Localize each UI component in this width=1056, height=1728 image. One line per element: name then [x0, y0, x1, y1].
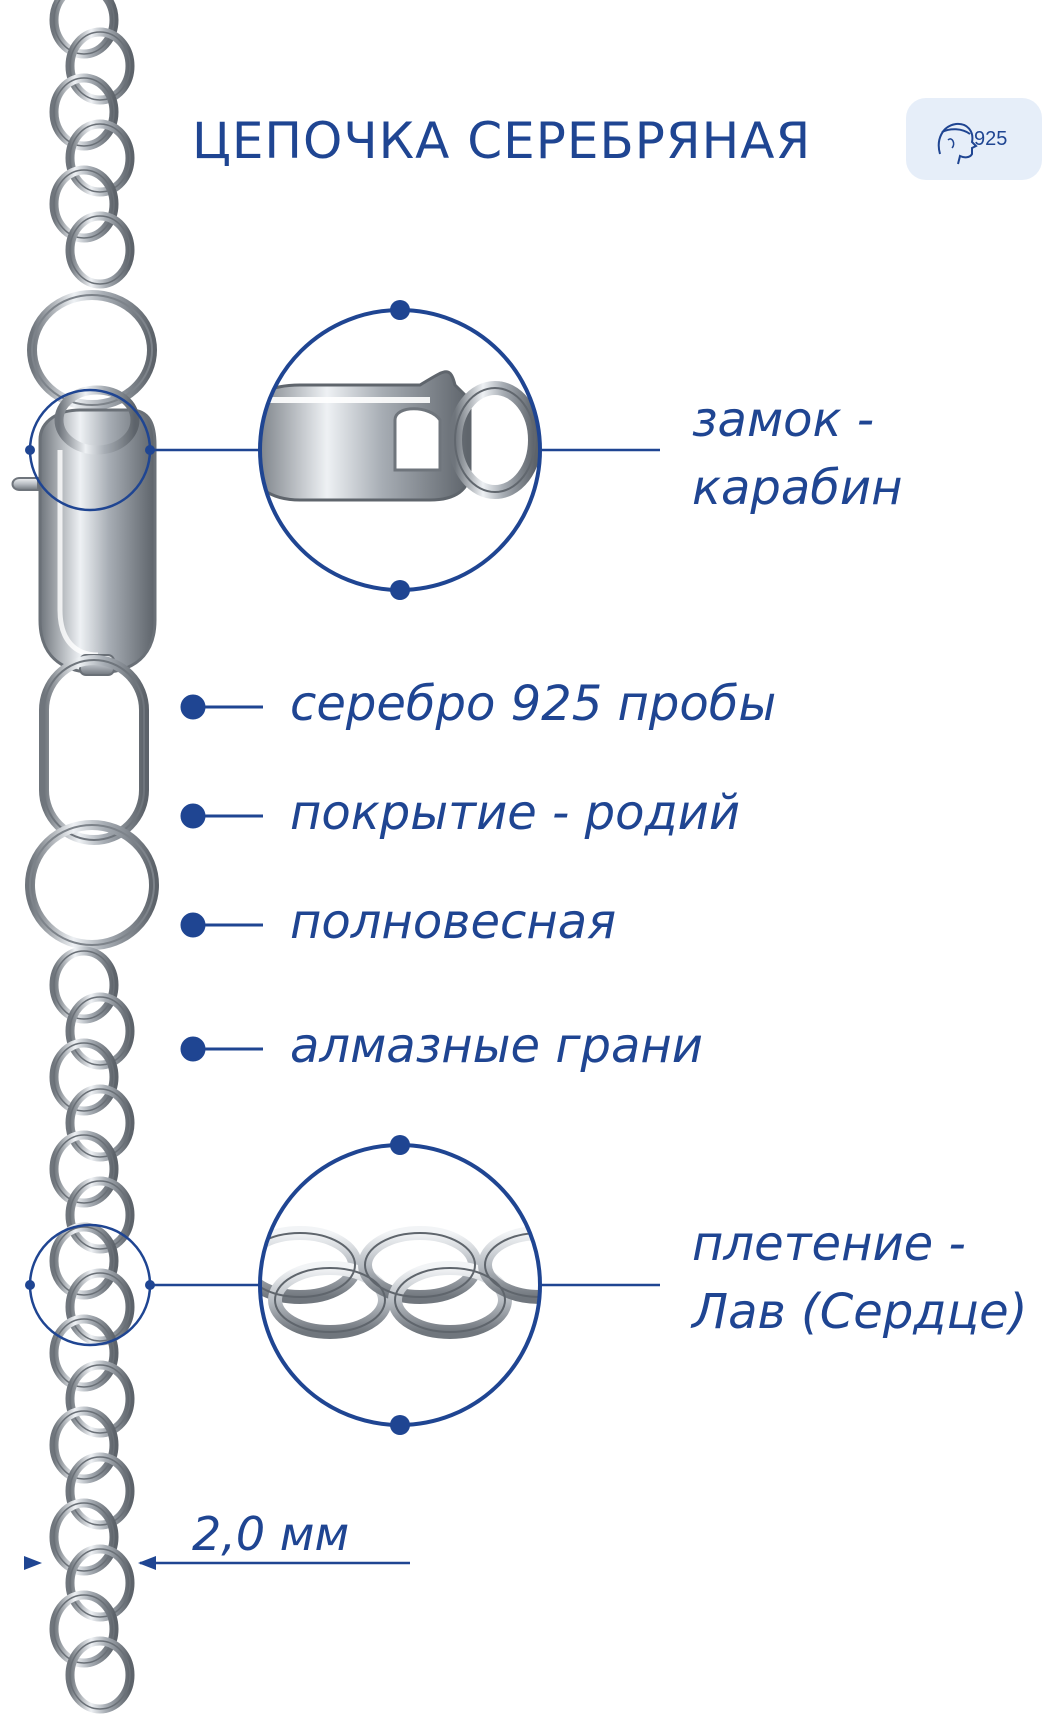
feature-diamond-cut: алмазные грани: [290, 1018, 703, 1074]
weave-zoom-circle: [258, 1135, 660, 1435]
feature-bullets: [180, 694, 263, 1062]
assay-mark-head-icon: [937, 122, 978, 165]
weave-label: плетение - Лав (Сердце): [692, 1210, 1027, 1346]
chain-link-edge: [53, 1594, 115, 1664]
chain-upper: [49, 0, 135, 289]
chain-link: [49, 0, 119, 59]
chain-link-edge: [69, 1548, 131, 1618]
chain-link-edge: [53, 1318, 115, 1388]
feature-rhodium: покрытие - родий: [290, 785, 741, 841]
chain-link-edge: [53, 1410, 115, 1480]
width-label: 2,0 мм: [192, 1507, 350, 1561]
weave-label-line1: плетение -: [692, 1216, 966, 1272]
oval-link: [39, 655, 149, 845]
chain-link-edge: [69, 31, 131, 101]
chain-link-edge: [69, 1272, 131, 1342]
chain-link-edge: [53, 77, 115, 147]
chain-link-edge: [69, 1180, 131, 1250]
chain-link-edge: [53, 1042, 115, 1112]
clasp-label-line1: замок -: [692, 392, 875, 448]
chain-link-edge: [53, 0, 115, 55]
chain-link-edge: [69, 215, 131, 285]
chain-link-edge: [53, 1502, 115, 1572]
clasp-label: замок - карабин: [692, 386, 902, 522]
width-dimension: [24, 1556, 410, 1570]
clasp-label-line2: карабин: [692, 460, 903, 516]
chain-link-edge: [69, 996, 131, 1066]
chain-link-edge: [69, 1364, 131, 1434]
assay-number: 925: [974, 128, 1008, 150]
lobster-clasp: [11, 385, 157, 676]
feature-silver: серебро 925 пробы: [290, 676, 777, 732]
page-title: ЦЕПОЧКА СЕРЕБРЯНАЯ: [192, 112, 812, 170]
chain-link-edge: [53, 1226, 115, 1296]
chain-link-edge: [53, 1134, 115, 1204]
feature-full-weight: полновесная: [290, 894, 617, 950]
chain-link-edge: [53, 950, 115, 1020]
weave-label-line2: Лав (Сердце): [692, 1284, 1028, 1340]
chain-link-edge: [69, 1456, 131, 1526]
chain-link-edge: [69, 1640, 131, 1710]
chain-link-edge: [69, 1088, 131, 1158]
chain-link-edge: [69, 123, 131, 193]
chain-link-edge: [53, 169, 115, 239]
chain-lower: [49, 946, 135, 1714]
assay-badge: 925: [906, 98, 1042, 180]
clasp-zoom-circle: [258, 300, 660, 600]
